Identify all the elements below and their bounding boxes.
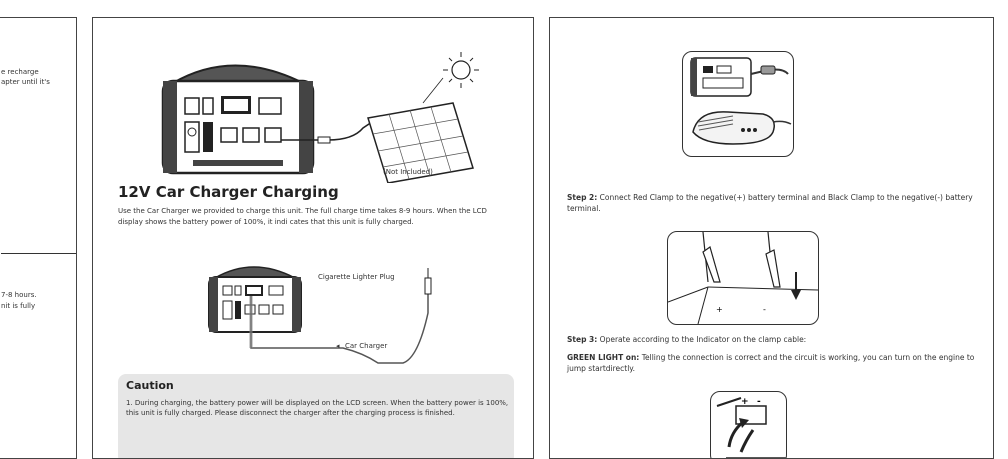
green-light-text: Telling the connection is correct and th…	[567, 353, 975, 373]
svg-text:+: +	[716, 305, 723, 314]
battery-indicator-image: + -	[710, 391, 787, 458]
left-text-line: e recharge	[1, 68, 39, 76]
step3-text: Operate according to the Indicator on th…	[599, 335, 807, 344]
solar-charging-illustration	[161, 52, 479, 183]
left-text-line: apter until it's	[1, 78, 50, 86]
step2-instruction: Step 2: Connect Red Clamp to the negativ…	[567, 192, 982, 214]
divider	[1, 253, 76, 254]
car-charger-illustration	[208, 266, 432, 364]
caution-text: 1. During charging, the battery power wi…	[126, 399, 509, 417]
clamp-connection-image: + -	[667, 231, 819, 325]
svg-text:-: -	[757, 397, 761, 407]
step3-label: Step 3:	[567, 335, 598, 344]
jump-starter-image	[682, 51, 794, 157]
svg-text:+: +	[741, 397, 749, 407]
step2-label: Step 2:	[567, 193, 598, 202]
caution-title: Caution	[126, 379, 174, 392]
green-light-label: GREEN LIGHT on:	[567, 353, 640, 362]
charger-arrow-icon: ◂	[336, 342, 340, 350]
plug-label: Cigarette Lighter Plug	[318, 273, 395, 281]
charger-label: Car Charger	[345, 342, 388, 350]
caution-box: Caution 1. During charging, the battery …	[118, 374, 514, 458]
left-text-line: nit is fully	[1, 302, 36, 310]
svg-text:-: -	[763, 305, 766, 314]
step2-text: Connect Red Clamp to the negative(+) bat…	[567, 193, 973, 213]
green-light-instruction: GREEN LIGHT on: Telling the connection i…	[567, 352, 987, 374]
right-manual-page: Step 2: Connect Red Clamp to the negativ…	[549, 17, 994, 459]
not-included-label: (Not Included)	[383, 168, 433, 176]
section-body: Use the Car Charger we provided to charg…	[118, 207, 487, 226]
step3-instruction: Step 3: Operate according to the Indicat…	[567, 334, 982, 345]
section-title: 12V Car Charger Charging	[118, 183, 339, 201]
left-manual-page: e recharge apter until it's 7-8 hours. n…	[0, 17, 77, 459]
middle-manual-page: (Not Included) 12V Car Charger Charging …	[92, 17, 534, 459]
left-text-line: 7-8 hours.	[1, 291, 37, 299]
